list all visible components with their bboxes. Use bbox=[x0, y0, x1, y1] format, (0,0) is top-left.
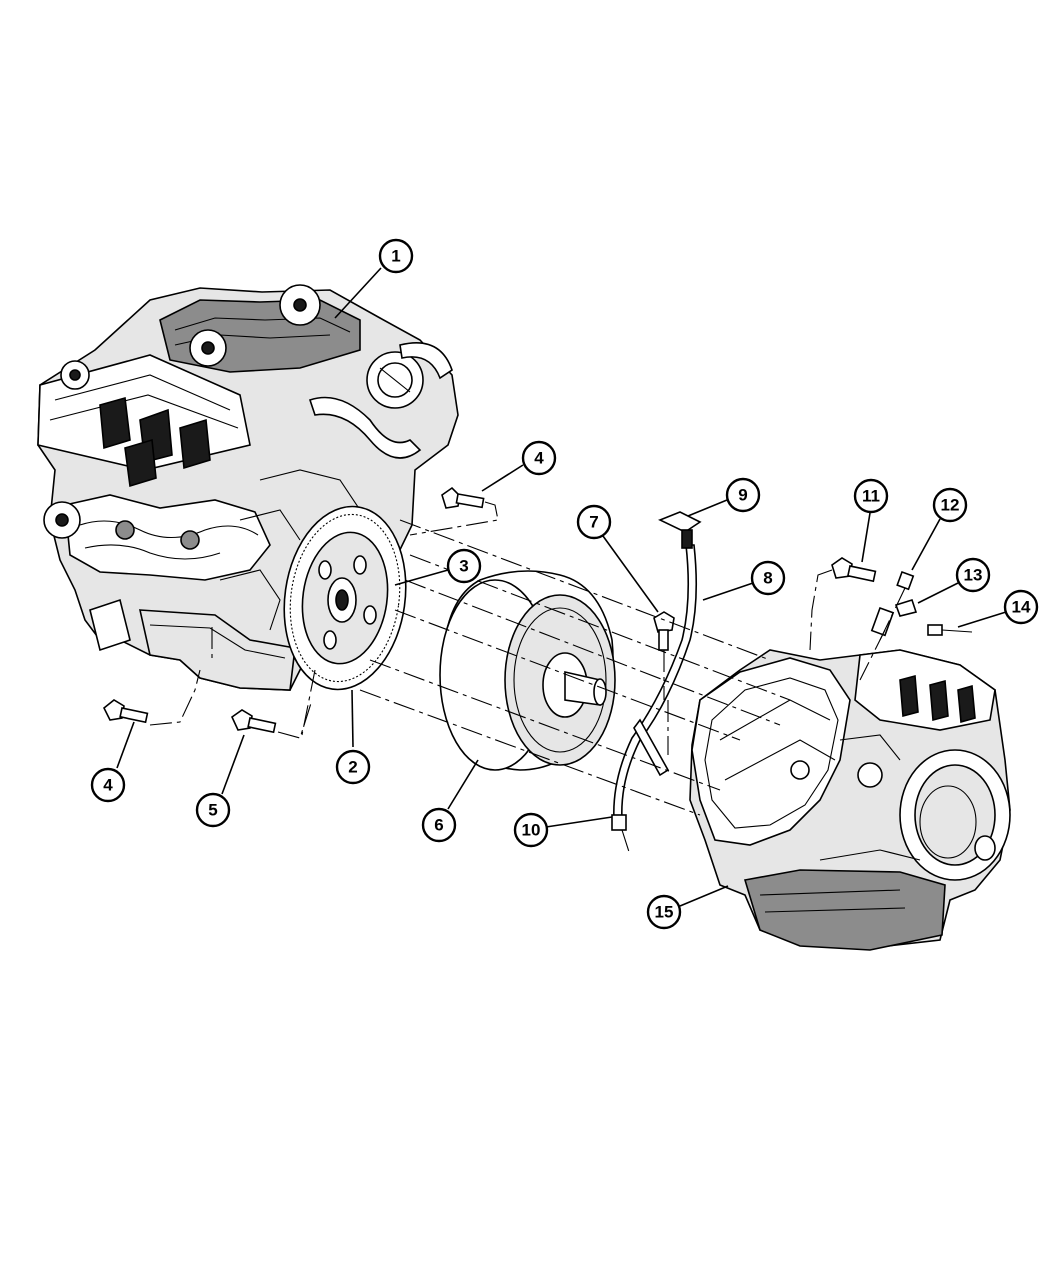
callout-2: 2 bbox=[335, 749, 371, 785]
callout-5: 5 bbox=[195, 792, 231, 828]
leader-lines bbox=[116, 267, 1007, 907]
callout-13-label: 13 bbox=[964, 566, 983, 585]
callout-2-label: 2 bbox=[348, 758, 357, 777]
callout-5-label: 5 bbox=[208, 801, 217, 820]
callout-4-upper: 4 bbox=[521, 440, 557, 476]
callout-12: 12 bbox=[932, 487, 968, 523]
dipstick-tube bbox=[611, 511, 702, 831]
transaxle bbox=[689, 649, 1011, 951]
sensor bbox=[870, 599, 918, 637]
callout-1-label: 1 bbox=[391, 247, 400, 266]
callout-9: 9 bbox=[725, 477, 761, 513]
callout-14-label: 14 bbox=[1012, 598, 1031, 617]
callout-6: 6 bbox=[421, 807, 457, 843]
callout-13: 13 bbox=[955, 557, 991, 593]
fasteners bbox=[102, 486, 973, 734]
callout-15: 15 bbox=[646, 894, 682, 930]
callout-11-label: 11 bbox=[862, 487, 880, 506]
bolt-transaxle bbox=[831, 557, 877, 583]
alignment-lines bbox=[149, 501, 906, 856]
callout-12-label: 12 bbox=[941, 496, 960, 515]
callout-4-lower-label: 4 bbox=[103, 776, 113, 795]
bolt-dipstick-tube bbox=[653, 611, 675, 651]
callout-8-label: 8 bbox=[763, 569, 772, 588]
callout-14: 14 bbox=[1003, 589, 1039, 625]
callout-4-upper-label: 4 bbox=[534, 449, 544, 468]
callout-3-label: 3 bbox=[459, 557, 468, 576]
bolt-upper bbox=[441, 486, 485, 509]
torque-converter bbox=[439, 570, 616, 771]
callout-9-label: 9 bbox=[738, 486, 747, 505]
bolt-lower-right bbox=[230, 709, 277, 734]
flexplate bbox=[283, 505, 407, 691]
callout-15-label: 15 bbox=[655, 903, 674, 922]
callout-8: 8 bbox=[750, 560, 786, 596]
callout-7: 7 bbox=[576, 504, 612, 540]
bolt-lower-left bbox=[102, 699, 149, 724]
callout-7-label: 7 bbox=[589, 513, 598, 532]
callout-11: 11 bbox=[853, 478, 889, 514]
callout-6-label: 6 bbox=[434, 816, 443, 835]
engine-assembly bbox=[37, 284, 459, 691]
callout-1: 1 bbox=[378, 238, 414, 274]
callout-10: 10 bbox=[513, 812, 549, 848]
plug bbox=[896, 570, 915, 591]
retaining-clip bbox=[927, 624, 973, 636]
callout-10-label: 10 bbox=[522, 821, 541, 840]
callout-3: 3 bbox=[446, 548, 482, 584]
callout-4-lower: 4 bbox=[90, 767, 126, 803]
